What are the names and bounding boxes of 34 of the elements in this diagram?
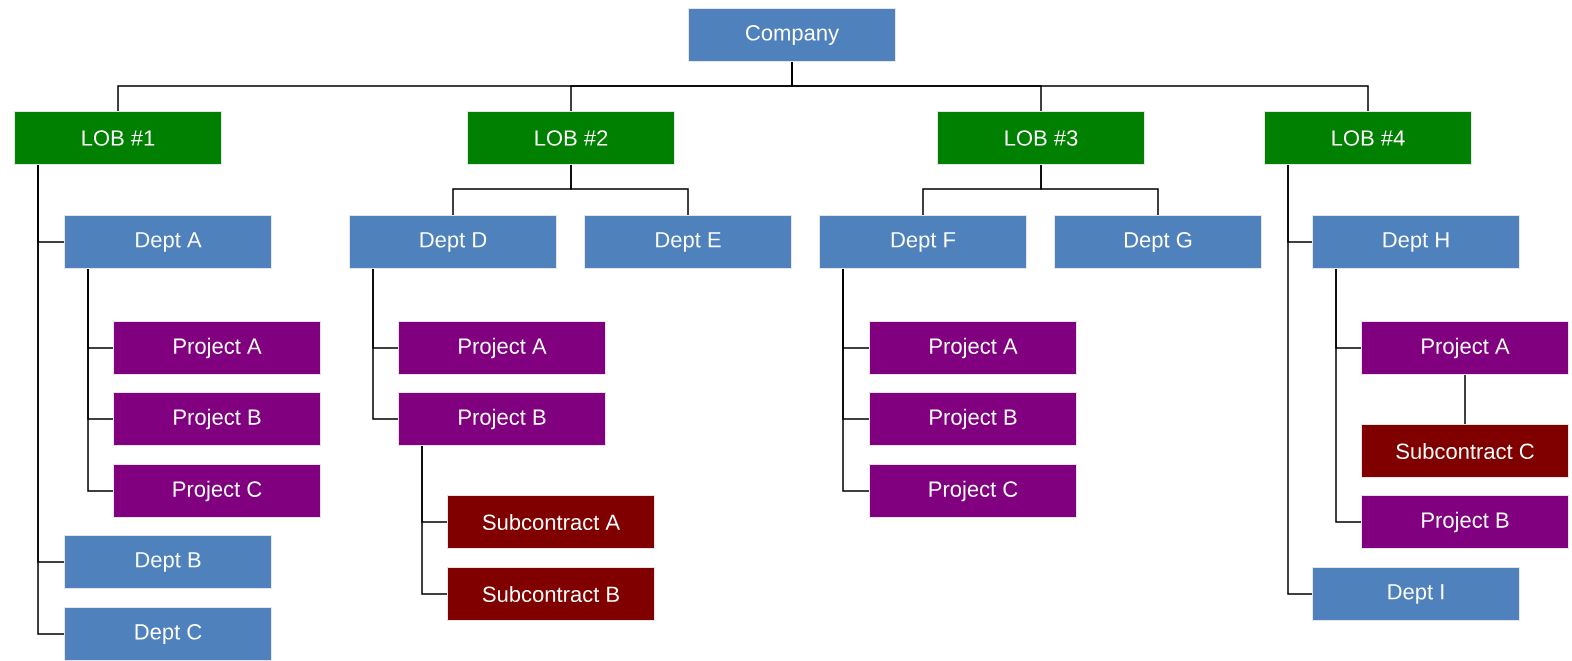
project-box: Project A xyxy=(1361,321,1569,375)
department-box: Dept D xyxy=(349,215,557,269)
subcontract-box: Subcontract A xyxy=(447,495,655,549)
department-box: Dept F xyxy=(819,215,1027,269)
connector-line xyxy=(37,164,65,635)
project-box: Project A xyxy=(113,321,321,375)
project-box: Project B xyxy=(869,392,1077,446)
department-box: Dept G xyxy=(1054,215,1262,269)
project-box: Project A xyxy=(398,321,606,375)
project-box: Project C xyxy=(869,464,1077,518)
department-box: Dept B xyxy=(64,535,272,589)
project-box: Project C xyxy=(113,464,321,518)
project-box: Project A xyxy=(869,321,1077,375)
connector-line xyxy=(842,268,870,492)
connector-line xyxy=(1287,164,1313,595)
project-box: Project B xyxy=(1361,495,1569,549)
connector-line xyxy=(1040,164,1159,216)
department-box: Dept E xyxy=(584,215,792,269)
project-box: Project B xyxy=(113,392,321,446)
subcontract-box: Subcontract B xyxy=(447,567,655,621)
connector-line xyxy=(570,164,689,216)
company-box: Company xyxy=(688,8,896,62)
connector-line xyxy=(1335,268,1362,523)
project-box: Project B xyxy=(398,392,606,446)
connector-line xyxy=(87,268,114,492)
connector-line xyxy=(421,445,448,595)
department-box: Dept H xyxy=(1312,215,1520,269)
connector-line xyxy=(372,268,399,420)
connector-line xyxy=(1464,374,1466,425)
department-box: Dept C xyxy=(64,607,272,661)
department-box: Dept A xyxy=(64,215,272,269)
connector-line xyxy=(791,61,1369,112)
department-box: Dept I xyxy=(1312,567,1520,621)
subcontract-box: Subcontract C xyxy=(1361,424,1569,478)
